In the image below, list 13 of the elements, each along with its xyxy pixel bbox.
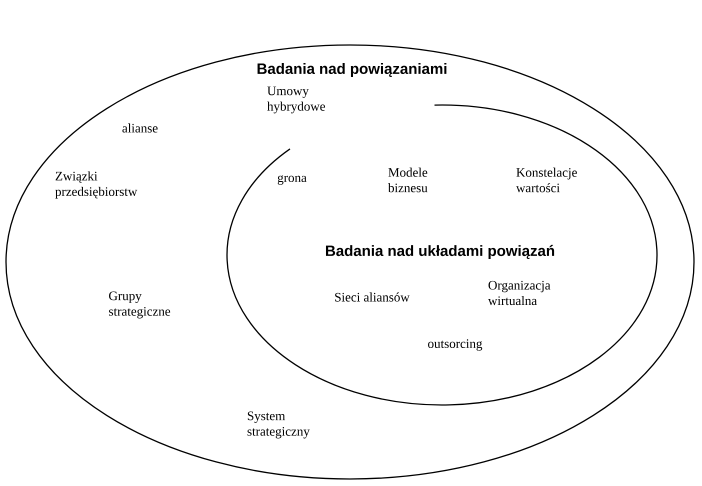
term-label: Organizacja wirtualna bbox=[488, 280, 550, 306]
heading: Badania nad powiązaniami bbox=[258, 63, 446, 77]
term-label: Modele biznesu bbox=[388, 168, 428, 192]
term-label: Związki przedsiębiorstw bbox=[55, 171, 138, 199]
term-label: Grupy strategiczne bbox=[109, 292, 170, 318]
term-label: Sieci aliansów bbox=[335, 292, 410, 302]
term-label: Umowy hybrydowe bbox=[267, 86, 326, 114]
term-label: Konstelacje wartości bbox=[516, 168, 577, 192]
term-label: outsorcing bbox=[428, 339, 482, 351]
term-label: System strategiczny bbox=[248, 412, 310, 438]
heading: Badania nad układami powiązań bbox=[326, 244, 554, 260]
term-label: grona bbox=[278, 175, 307, 185]
term-label: alianse bbox=[122, 123, 158, 133]
